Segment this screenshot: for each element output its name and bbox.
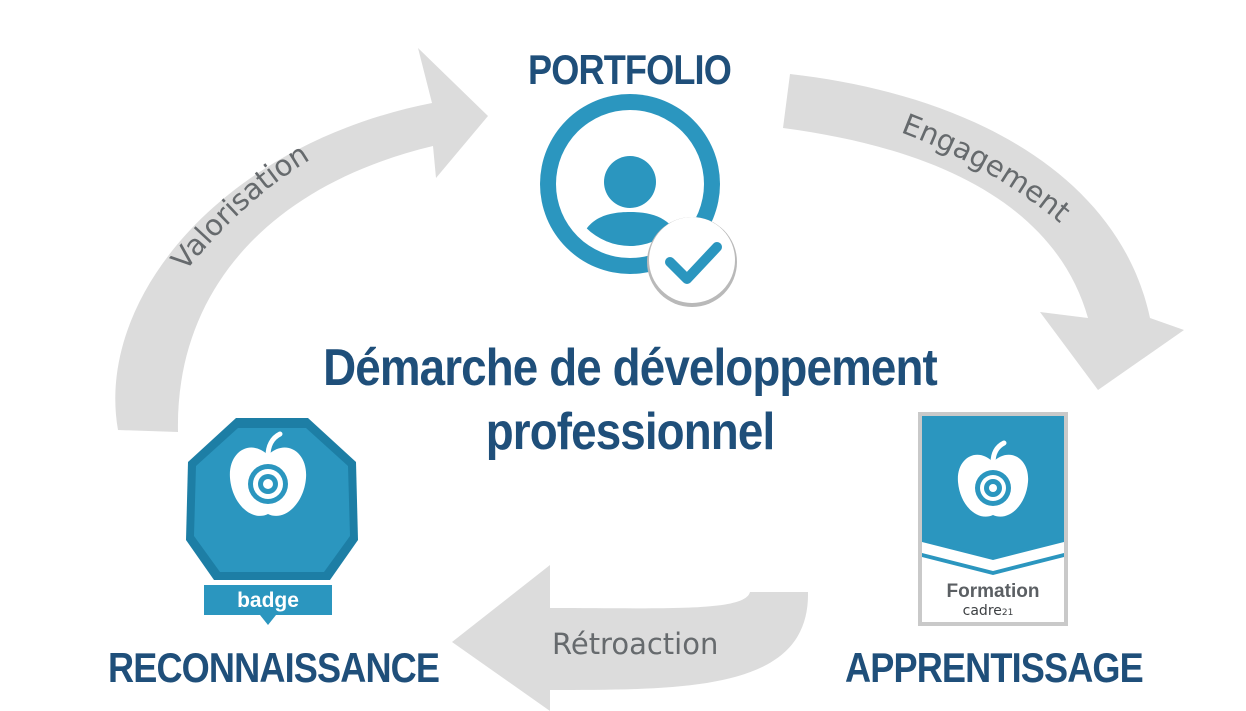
arrow-engagement bbox=[783, 74, 1184, 390]
apple-target-icon bbox=[229, 431, 307, 516]
badge-label: badge bbox=[237, 589, 299, 612]
node-title-reconnaissance: RECONNAISSANCE bbox=[108, 644, 440, 691]
center-title-line-2: professionnel bbox=[485, 403, 775, 461]
arrow-valorisation bbox=[115, 48, 489, 432]
node-title-apprentissage: APPRENTISSAGE bbox=[845, 644, 1144, 691]
user-check-icon bbox=[540, 94, 737, 307]
formation-card-brand: cadre21 bbox=[963, 603, 1014, 619]
formation-card: Formation cadre21 bbox=[918, 412, 1068, 626]
badge-emblem: badge bbox=[186, 418, 358, 625]
apple-target-icon bbox=[957, 440, 1029, 517]
arrow-retroaction bbox=[452, 565, 809, 711]
center-title-line-1: Démarche de développement bbox=[323, 339, 938, 397]
edge-label-retroaction: Rétroaction bbox=[552, 627, 718, 661]
formation-card-title: Formation bbox=[947, 581, 1040, 602]
center-title: Démarche de développement professionnel bbox=[250, 336, 1010, 464]
node-title-portfolio: PORTFOLIO bbox=[528, 46, 732, 93]
